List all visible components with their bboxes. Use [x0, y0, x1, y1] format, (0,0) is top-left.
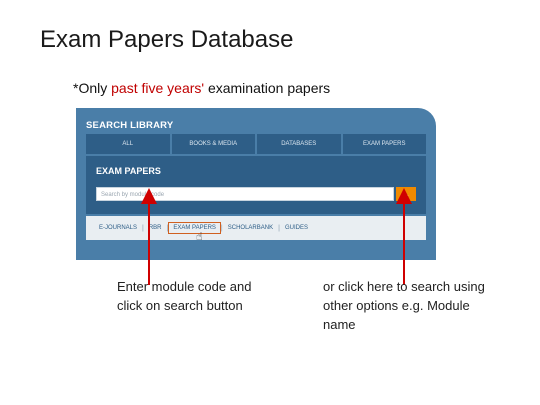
link-separator: |: [220, 224, 223, 232]
caption-right: or click here to search using other opti…: [323, 279, 485, 332]
note-suffix: examination papers: [204, 80, 331, 96]
exam-papers-panel: EXAM PAPERS Search by module code →: [86, 156, 426, 214]
link-separator: |: [142, 224, 144, 232]
panel-title: EXAM PAPERS: [96, 166, 161, 176]
tab-all[interactable]: ALL: [86, 134, 170, 154]
search-input[interactable]: Search by module code: [96, 187, 394, 201]
note-prefix: *Only: [73, 80, 112, 96]
link-separator: |: [166, 224, 169, 232]
slide-title: Exam Papers Database: [40, 26, 294, 53]
search-library-widget: SEARCH LIBRARY ALL BOOKS & MEDIA DATABAS…: [76, 108, 436, 260]
link-scholarbank[interactable]: SCHOLARBANK: [227, 225, 274, 231]
link-exam-papers[interactable]: EXAM PAPERS: [168, 222, 221, 234]
note-highlight: past five years': [111, 80, 205, 96]
link-separator: |: [278, 224, 280, 232]
link-e-journals[interactable]: E-JOURNALS: [99, 225, 138, 231]
search-tabs: ALL BOOKS & MEDIA DATABASES EXAM PAPERS: [86, 134, 426, 154]
hand-cursor-icon: ☝: [196, 231, 203, 243]
note-line: *Only past five years' examination paper…: [73, 80, 330, 96]
link-guides[interactable]: GUIDES: [284, 225, 308, 231]
tab-exam-papers[interactable]: EXAM PAPERS: [342, 134, 426, 154]
tab-books-media[interactable]: BOOKS & MEDIA: [171, 134, 255, 154]
widget-title: SEARCH LIBRARY: [86, 120, 174, 131]
tab-databases[interactable]: DATABASES: [257, 134, 341, 154]
caption-left: Enter module code and click on search bu…: [117, 279, 252, 313]
quick-links-bar: E-JOURNALS | RBR | EXAM PAPERS | SCHOLAR…: [86, 216, 426, 240]
link-rbr[interactable]: RBR: [148, 225, 162, 231]
